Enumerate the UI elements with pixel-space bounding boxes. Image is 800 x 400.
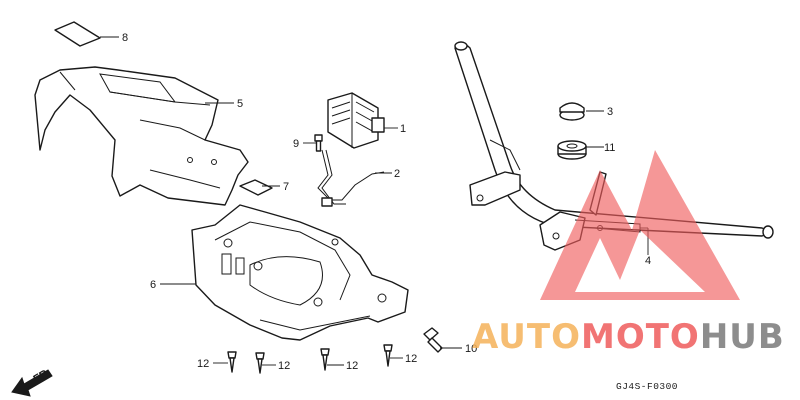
callout-6: 6 — [150, 279, 156, 291]
callout-9: 9 — [293, 138, 299, 150]
part-screw-12a — [227, 351, 237, 373]
callout-12c: 12 — [346, 360, 358, 372]
svg-text:AUTOMOTOHUB: AUTOMOTOHUB — [472, 317, 785, 357]
part-label-7 — [239, 179, 273, 196]
part-bracket-2 — [317, 149, 385, 207]
direction-label: FR. — [32, 366, 53, 385]
part-nut-11 — [557, 140, 587, 160]
watermark-triangle-icon — [540, 150, 740, 300]
front-direction-arrow: FR. — [11, 366, 53, 397]
callout-10: 10 — [465, 343, 477, 355]
callout-8: 8 — [122, 32, 128, 44]
part-screw-12b — [255, 352, 265, 374]
part-bolt-9 — [314, 134, 323, 152]
callout-7: 7 — [283, 181, 289, 193]
watermark-part3: HUB — [700, 317, 785, 357]
part-front-cover-5 — [34, 66, 249, 206]
callout-12a: 12 — [197, 358, 209, 370]
watermark-part2: MOTO — [581, 317, 700, 357]
part-screw-12c — [320, 348, 330, 371]
callout-12d: 12 — [405, 353, 417, 365]
part-bolt-10 — [423, 327, 443, 353]
watermark-part1: AUTO — [472, 317, 581, 357]
leader-lines — [100, 36, 649, 366]
callouts: 8 5 1 2 3 11 4 7 6 9 10 12 12 12 12 — [122, 32, 651, 372]
callout-11: 11 — [604, 142, 615, 154]
part-screw-12d — [383, 344, 393, 367]
part-regulator-1 — [327, 92, 385, 149]
callout-12b: 12 — [278, 360, 290, 372]
part-rear-cover-6 — [191, 204, 409, 341]
callout-4: 4 — [645, 255, 651, 267]
callout-1: 1 — [400, 123, 406, 135]
callout-5: 5 — [237, 98, 243, 110]
part-sticker-8 — [54, 21, 101, 47]
figure-code: GJ4S-F0300 — [616, 381, 678, 392]
watermark-logo: AUTOMOTOHUB — [472, 150, 785, 357]
callout-3: 3 — [607, 106, 613, 118]
part-grommet-3 — [559, 102, 585, 121]
callout-2: 2 — [394, 168, 400, 180]
